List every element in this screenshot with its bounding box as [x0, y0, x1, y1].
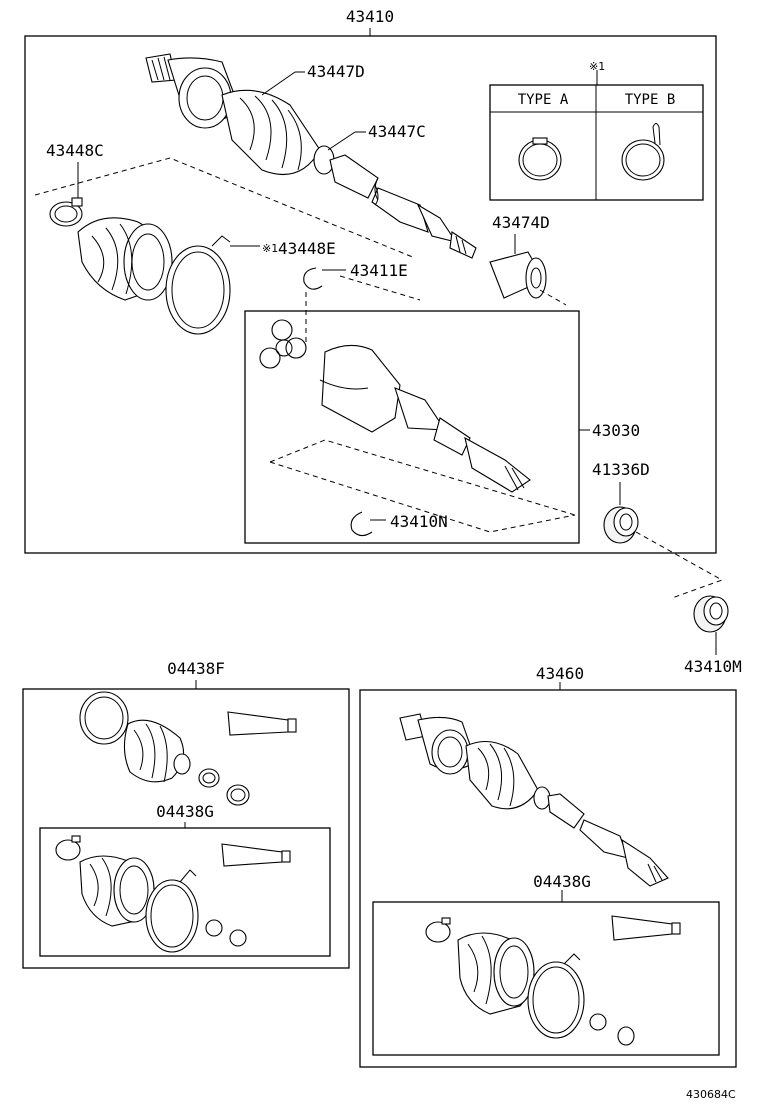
label-43448E[interactable]: 43448E	[278, 239, 336, 258]
boot-kit-outer-parts[interactable]	[79, 691, 297, 806]
label-43447D[interactable]: 43447D	[307, 62, 365, 81]
snap-ring[interactable]	[303, 267, 323, 290]
seal-inner[interactable]	[603, 506, 639, 544]
label-43411E[interactable]: 43411E	[350, 261, 408, 280]
legend-type-b: TYPE B	[625, 92, 676, 108]
clamp-type-legend: ※1 TYPE A TYPE B	[489, 60, 704, 201]
boot-kit-inner-frame-right	[372, 901, 720, 1056]
inboard-joint-frame	[244, 310, 580, 544]
label-04438F[interactable]: 04438F	[167, 659, 225, 678]
label-43030[interactable]: 43030	[592, 421, 640, 440]
label-04438G-left[interactable]: 04438G	[156, 802, 214, 821]
seal-outer[interactable]	[693, 595, 729, 633]
legend-note: ※1	[589, 60, 605, 73]
inboard-joint-housing[interactable]	[319, 344, 531, 493]
label-main-assembly[interactable]: 43410	[346, 7, 394, 26]
label-41336D[interactable]: 41336D	[592, 460, 650, 479]
clamp-large[interactable]	[165, 235, 231, 335]
boot-kit-inner-parts-right[interactable]	[425, 915, 681, 1046]
note-43448E: ※1	[262, 242, 278, 255]
label-43410M[interactable]: 43410M	[684, 657, 742, 676]
boot-kit-inner-parts-left[interactable]	[55, 835, 291, 953]
label-43474D[interactable]: 43474D	[492, 213, 550, 232]
label-43448C[interactable]: 43448C	[46, 141, 104, 160]
inner-boot[interactable]	[77, 217, 173, 301]
label-43447C[interactable]: 43447C	[368, 122, 426, 141]
label-04438G-right[interactable]: 04438G	[533, 872, 591, 891]
legend-type-a: TYPE A	[518, 92, 569, 108]
drive-shaft-right[interactable]	[399, 713, 669, 887]
drive-shaft-main[interactable]	[145, 53, 477, 259]
label-43460[interactable]: 43460	[536, 664, 584, 683]
tripod-bearing[interactable]	[259, 319, 307, 369]
clamp-small[interactable]	[49, 197, 83, 227]
shaft-assembly-frame-right	[359, 689, 737, 1068]
diagram-id: 430684C	[686, 1088, 736, 1101]
boot-kit-frame-left	[22, 688, 350, 969]
label-43410N[interactable]: 43410N	[390, 512, 448, 531]
snap-ring-2[interactable]	[350, 511, 373, 537]
damper[interactable]	[489, 251, 547, 299]
